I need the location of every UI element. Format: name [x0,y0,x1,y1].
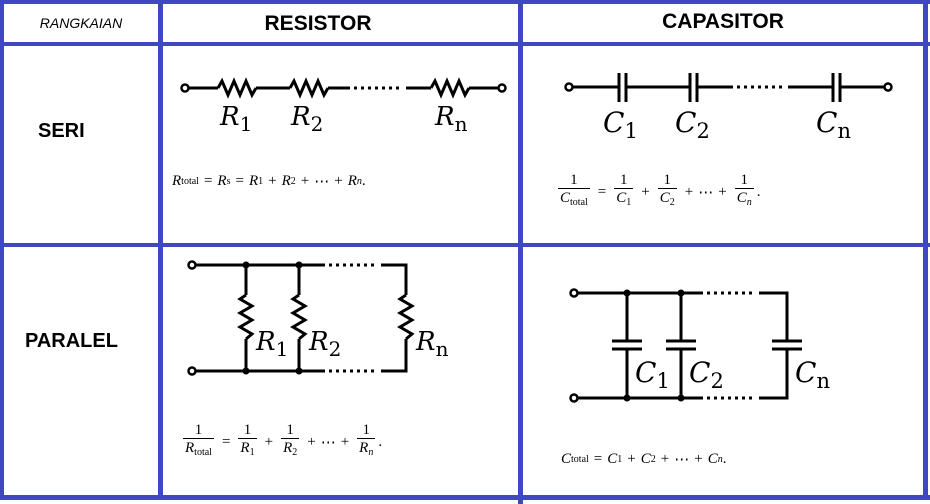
label-r2: R2 [308,327,341,361]
junction-dot [242,261,250,269]
label-c1: C1 [603,106,638,143]
grid-line-right [923,0,928,499]
label-r2: R2 [290,102,323,136]
top-wire-rn [381,263,408,295]
junction-dot [295,367,303,375]
terminal-top [569,288,579,298]
junction-dot [623,394,631,402]
grid-line-bottom [0,495,930,500]
grid-line-left [0,0,4,499]
grid-line-col2 [518,0,523,504]
grid-line-col1 [158,0,163,499]
resistor-r2-symbol [288,77,330,99]
row-label-series: SERI [38,120,85,142]
label-c2: C2 [689,356,724,393]
junction-dot [677,394,685,402]
grid-line-row-divider [0,243,930,247]
junction-dot [295,261,303,269]
resistor-r1-symbol [216,77,258,99]
row-label-parallel: PARALEL [25,330,118,352]
label-rn: Rn [415,327,449,361]
bottom-wire-rn [381,339,408,373]
terminal-right [883,82,893,92]
header-capacitor: CAPASITOR [662,10,784,33]
junction-dot [677,289,685,297]
terminal-bottom [569,393,579,403]
junction-dot [242,367,250,375]
label-r1: R1 [219,102,252,136]
parallel-capacitor-diagram: C1 C2 Cn [569,288,830,403]
resistor-rn-symbol [397,293,415,341]
grid-line-header-bottom [0,42,930,46]
series-capacitor-diagram: C1 C2 Cn [564,73,893,143]
junction-dot [623,289,631,297]
header-corner-label: RANGKAIAN [39,15,123,31]
terminal-top [187,260,197,270]
bottom-wire-cn [759,349,789,400]
label-c1: C1 [635,356,670,393]
terminal-left [180,83,190,93]
terminal-left [564,82,574,92]
label-r1: R1 [255,327,288,361]
label-cn: Cn [816,106,851,143]
grid-line-top [0,0,930,4]
terminal-bottom [187,366,197,376]
top-wire-cn [759,291,789,341]
resistor-r2-symbol [290,293,308,341]
header-resistor: RESISTOR [264,12,372,35]
parallel-resistor-diagram: R1 R2 Rn [187,260,449,376]
label-c2: C2 [675,106,710,143]
resistor-r1-symbol [237,293,255,341]
label-cn: Cn [795,356,830,393]
label-rn: Rn [434,102,468,136]
resistor-rn-symbol [429,77,471,99]
series-resistor-diagram: R1 R2 Rn [180,77,507,136]
terminal-right [497,83,507,93]
